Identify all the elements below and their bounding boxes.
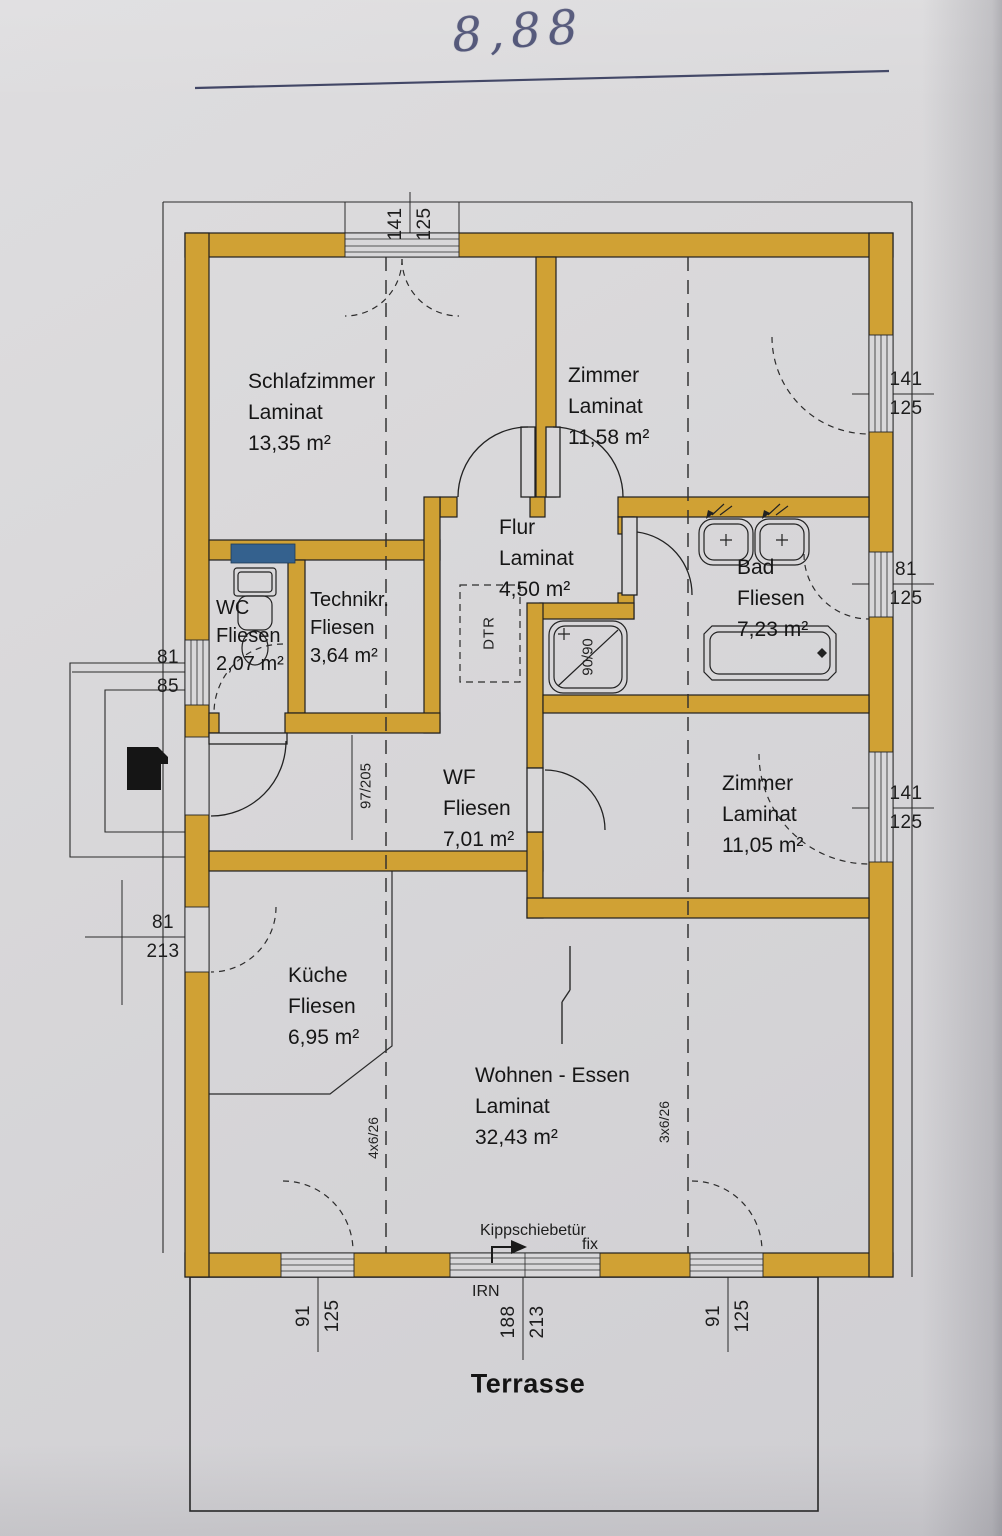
dim-width: 188 (498, 1305, 519, 1339)
kippschiebetuer-label: Kippschiebetür (480, 1222, 586, 1239)
dim-height: 125 (732, 1299, 753, 1333)
room-name: Technikr. (310, 589, 389, 611)
room-name: WF (443, 766, 476, 789)
wc-blue-marker (230, 543, 296, 564)
room-name: Bad (737, 556, 775, 579)
room-floor: Laminat (248, 401, 323, 424)
room-label-zimmer-right: Zimmer Laminat 11,05 m² (722, 768, 803, 861)
room-floor: Laminat (475, 1095, 550, 1118)
room-area: 7,23 m² (737, 618, 809, 641)
dim-right-window-bad: 81 125 (886, 560, 927, 608)
beam-label-right: 3x6/26 (656, 1100, 672, 1144)
dim-height: 125 (322, 1299, 343, 1333)
room-area: 13,35 m² (248, 432, 331, 455)
dim-height: 85 (157, 676, 179, 697)
room-label-kueche: Küche Fliesen 6,95 m² (288, 960, 359, 1053)
dim-width: 141 (889, 369, 923, 390)
dim-shower: 90/90 (579, 638, 597, 676)
room-floor: Laminat (568, 395, 643, 418)
window-swing-arcs (210, 258, 870, 1252)
dim-top-window: 141 125 (385, 204, 435, 245)
dim-height: 125 (889, 588, 923, 609)
dim-left-door-kueche: 81 213 (143, 913, 184, 961)
dim-right-window-top: 141 125 (886, 370, 927, 418)
room-area: 6,95 m² (288, 1026, 360, 1049)
doors (208, 426, 693, 833)
sliding-door-arrow (491, 1240, 527, 1263)
room-name: Flur (499, 516, 536, 539)
room-label-technikraum: Technikr. Fliesen 3,64 m² (310, 586, 389, 670)
room-floor: Fliesen (288, 995, 356, 1018)
room-floor: Laminat (499, 547, 574, 570)
dim-width: 91 (293, 1305, 314, 1327)
toilet-icon (233, 567, 277, 666)
beam-label-left: 4x6/26 (365, 1116, 381, 1160)
dim-height: 125 (414, 207, 435, 241)
room-label-flur: Flur Laminat 4,50 m² (499, 512, 574, 605)
dim-width: 81 (895, 559, 917, 580)
room-area: 11,58 m² (568, 426, 650, 449)
room-name: Küche (288, 964, 348, 987)
dim-width: 141 (889, 783, 923, 804)
dim-height: 213 (146, 941, 180, 962)
room-area: 2,07 m² (216, 653, 284, 675)
dim-width: 91 (703, 1305, 724, 1327)
room-floor: Laminat (722, 803, 797, 826)
dim-height: 213 (527, 1305, 548, 1339)
dim-right-window-room: 141 125 (886, 784, 927, 832)
handwritten-note: 8,88 (450, 0, 587, 64)
dim-bottom-window-right: 91 125 (703, 1296, 753, 1337)
room-floor: Fliesen (310, 617, 375, 639)
dim-bottom-sliding-door: 188 213 (498, 1302, 548, 1343)
room-name: Zimmer (722, 772, 794, 795)
dim-entry-door: 97/205 (357, 763, 375, 809)
room-label-wc: WC Fliesen 2,07 m² (216, 594, 284, 678)
dim-height: 125 (889, 812, 923, 833)
room-label-bad: Bad Fliesen 7,23 m² (737, 552, 808, 645)
dim-left-window-wc: 81 85 (153, 648, 183, 696)
dim-width: 81 (152, 912, 174, 933)
room-area: 32,43 m² (475, 1126, 558, 1149)
room-name: WC (216, 597, 250, 619)
dim-width: 81 (157, 647, 179, 668)
room-label-schlafzimmer: Schlafzimmer Laminat 13,35 m² (248, 366, 375, 459)
room-area: 4,50 m² (499, 578, 571, 601)
bathtub-icon (703, 625, 837, 681)
room-floor: Fliesen (443, 797, 511, 820)
break-line (561, 946, 571, 1044)
dtr-box (459, 584, 521, 683)
dim-bottom-window-left: 91 125 (293, 1296, 343, 1337)
room-name: Schlafzimmer (248, 370, 376, 393)
irn-label: IRN (472, 1283, 500, 1300)
room-area: 7,01 m² (443, 828, 515, 851)
porch-outline (69, 662, 186, 858)
room-label-wohnen-essen: Wohnen - Essen Laminat 32,43 m² (475, 1060, 630, 1153)
room-name: Zimmer (568, 364, 640, 387)
room-area: 3,64 m² (310, 645, 378, 667)
window-glazing (190, 238, 888, 1277)
room-label-zimmer-top: Zimmer Laminat 11,58 m² (568, 360, 649, 453)
site-boundary (162, 201, 913, 1277)
fix-label: fix (582, 1236, 598, 1253)
shower-icon (548, 620, 628, 694)
terrasse-label: Terrasse (470, 1368, 586, 1399)
section-dashed-lines (385, 257, 689, 1253)
dim-width: 141 (385, 207, 406, 241)
handwritten-underline (194, 69, 890, 90)
room-floor: Fliesen (737, 587, 805, 610)
dim-height: 125 (889, 398, 923, 419)
dtr-label: DTR (480, 616, 498, 650)
kitchen-boundary-line (209, 871, 393, 1095)
double-sink-icon (698, 503, 810, 566)
room-label-wf: WF Fliesen 7,01 m² (443, 762, 514, 855)
room-name: Wohnen - Essen (475, 1064, 630, 1087)
room-floor: Fliesen (216, 625, 281, 647)
room-area: 11,05 m² (722, 834, 804, 857)
entry-door-symbol (127, 747, 168, 790)
